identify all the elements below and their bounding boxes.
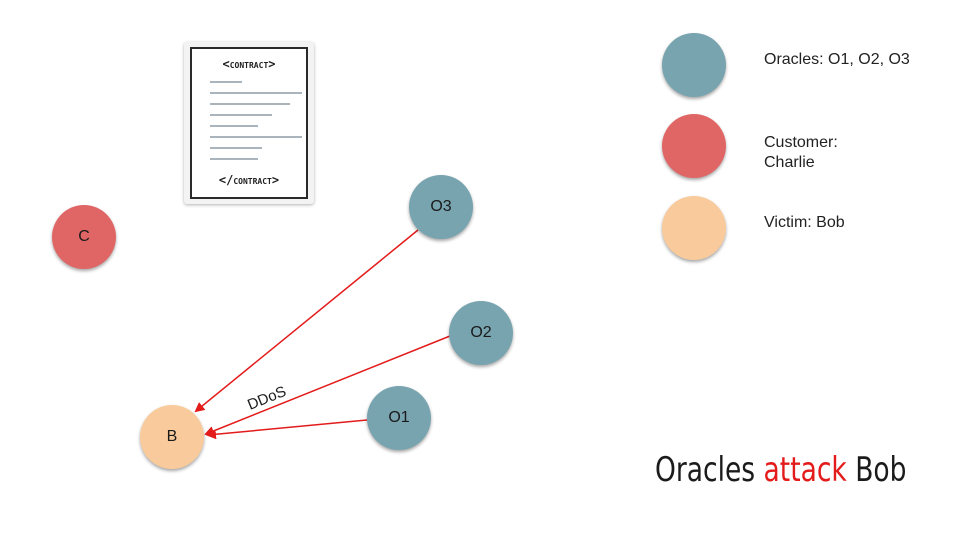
node-o1: O1 [367,386,431,450]
node-b: B [140,405,204,469]
contract-text-line [210,103,290,105]
node-b-label: B [166,428,178,445]
legend-victim-label: Victim: Bob [764,214,845,231]
contract-text-line [210,147,262,149]
arrow-o1-to-b [206,419,368,440]
node-o2-label: O2 [470,324,492,341]
contract-text-line [210,136,302,138]
legend-oracle-label: Oracles: O1, O2, O3 [764,51,910,68]
title-accent-attack: attack [763,450,847,490]
contract-page: <contract> </contract> [190,47,308,199]
contract-close-tag: </contract> [218,173,280,187]
node-o2: O2 [449,301,513,365]
contract-text-line [210,92,302,94]
contract-text-line [210,158,258,160]
node-o1-label: O1 [388,409,410,426]
legend-oracle-swatch [662,33,726,97]
node-c: C [52,205,116,269]
arrow-o2-to-b [204,335,451,436]
node-o3-label: O3 [430,198,452,215]
contract-text-line [210,125,258,127]
node-o3: O3 [409,175,473,239]
contract-open-tag: <contract> [222,57,276,71]
contract-text-line [210,114,272,116]
slide-title: Oracles attack Bob [655,450,906,490]
legend-victim-swatch [662,196,726,260]
contract-text-line [210,81,242,83]
arrow-o3-to-b [194,229,419,413]
contract-document-icon: <contract> </contract> [184,42,314,204]
title-part-bob: Bob [855,450,907,490]
title-part-oracles: Oracles [655,450,756,490]
legend-customer-swatch [662,114,726,178]
node-c-label: C [78,228,90,245]
legend-customer-label: Customer: Charlie [764,134,838,171]
